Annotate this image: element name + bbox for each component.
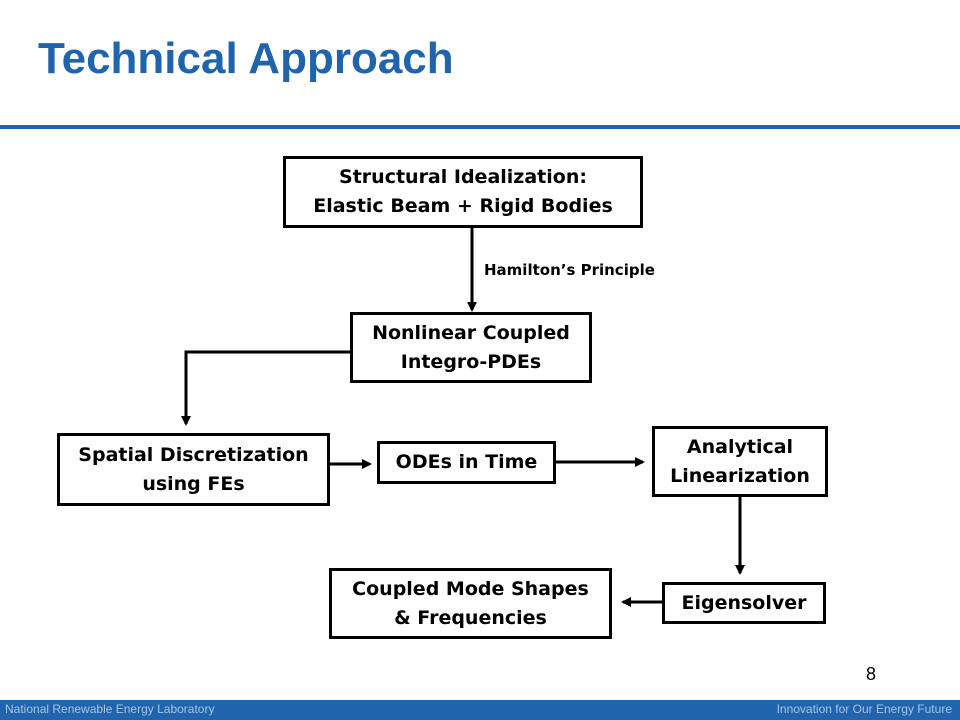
footer-tagline: Innovation for Our Energy Future [776, 702, 952, 716]
node-spatial-discretization: Spatial Discretization using FEs [57, 433, 330, 506]
node-odes-in-time: ODEs in Time [377, 441, 556, 484]
footer-organization: National Renewable Energy Laboratory [5, 702, 215, 716]
node-label: Elastic Beam + Rigid Bodies [313, 195, 613, 217]
node-label: Integro-PDEs [400, 350, 542, 373]
node-nonlinear-coupled: Nonlinear Coupled Integro-PDEs [350, 312, 592, 383]
footer-bar: National Renewable Energy Laboratory Inn… [0, 700, 960, 720]
node-analytical-linearization: Analytical Linearization [652, 426, 828, 497]
edge-nonlinear-to-spatial [181, 350, 350, 426]
page-number: 8 [866, 664, 877, 684]
edge-label-hamiltons-principle: Hamilton’s Principle [484, 261, 655, 279]
node-label: Structural Idealization: [339, 166, 587, 188]
node-structural-idealization: Structural Idealization: Elastic Beam + … [283, 156, 643, 228]
node-label: ODEs in Time [395, 451, 538, 473]
node-label: Spatial Discretization [78, 443, 309, 466]
node-label: Eigensolver [681, 591, 807, 614]
node-label: Analytical [686, 435, 794, 458]
node-label: Coupled Mode Shapes [352, 577, 589, 600]
slide-title: Technical Approach [38, 34, 454, 83]
node-label: Linearization [670, 464, 810, 487]
node-eigensolver: Eigensolver [662, 582, 826, 624]
node-label: using FEs [142, 472, 245, 495]
node-label: & Frequencies [394, 606, 547, 629]
node-coupled-mode-shapes: Coupled Mode Shapes & Frequencies [329, 568, 612, 639]
title-divider [0, 125, 960, 129]
node-label: Nonlinear Coupled [372, 321, 570, 344]
